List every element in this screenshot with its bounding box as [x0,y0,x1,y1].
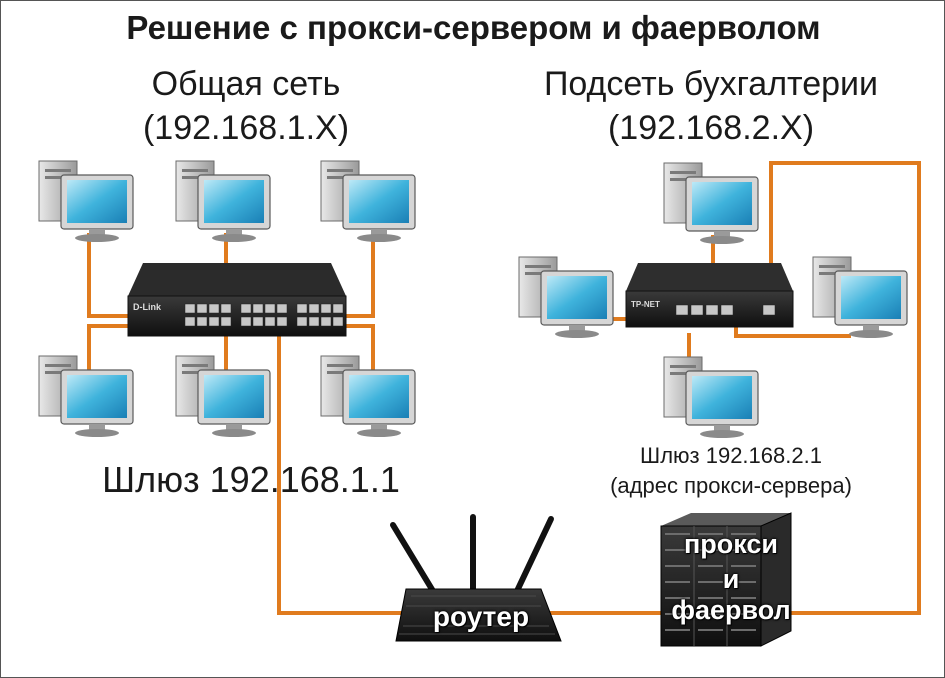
accounting-gateway-note: (адрес прокси-сервера) [610,473,852,498]
accounting-gateway-label: Шлюз 192.168.2.1 [640,443,822,468]
pc-icon-accounting-1 [663,162,759,245]
pc-icon-general-2 [175,160,271,243]
general-network-subnet: (192.168.1.X) [142,109,350,147]
switch1-brand: D-Link [133,302,162,312]
server-label-line3: фаервол [671,595,791,625]
diagram-title: Решение с прокси-сервером и фаерволом [126,9,821,46]
pc-icon-accounting-3 [812,256,908,339]
switch-icon-accounting: TP-NET [625,263,794,328]
general-network-name: Общая сеть [151,65,341,103]
server-label-line2: и [722,564,740,594]
pc-icon-accounting-2 [518,256,614,339]
pc-icon-general-3 [320,160,416,243]
pc-icon-accounting-4 [663,356,759,439]
accounting-subnet-name: Подсеть бухгалтерии [543,65,879,103]
pc-icon-general-1 [38,160,134,243]
pc-icon-general-5 [175,355,271,438]
pc-icon-general-6 [320,355,416,438]
pc-icon-general-4 [38,355,134,438]
switch2-brand: TP-NET [631,300,660,309]
router-icon [390,514,562,642]
general-gateway-label: Шлюз 192.168.1.1 [102,459,400,500]
accounting-subnet-range: (192.168.2.X) [607,109,815,147]
server-rack-icon [660,512,792,647]
switch-icon-general: D-Link [127,263,347,337]
router-label: роутер [432,601,530,632]
server-label-line1: прокси [683,529,779,559]
